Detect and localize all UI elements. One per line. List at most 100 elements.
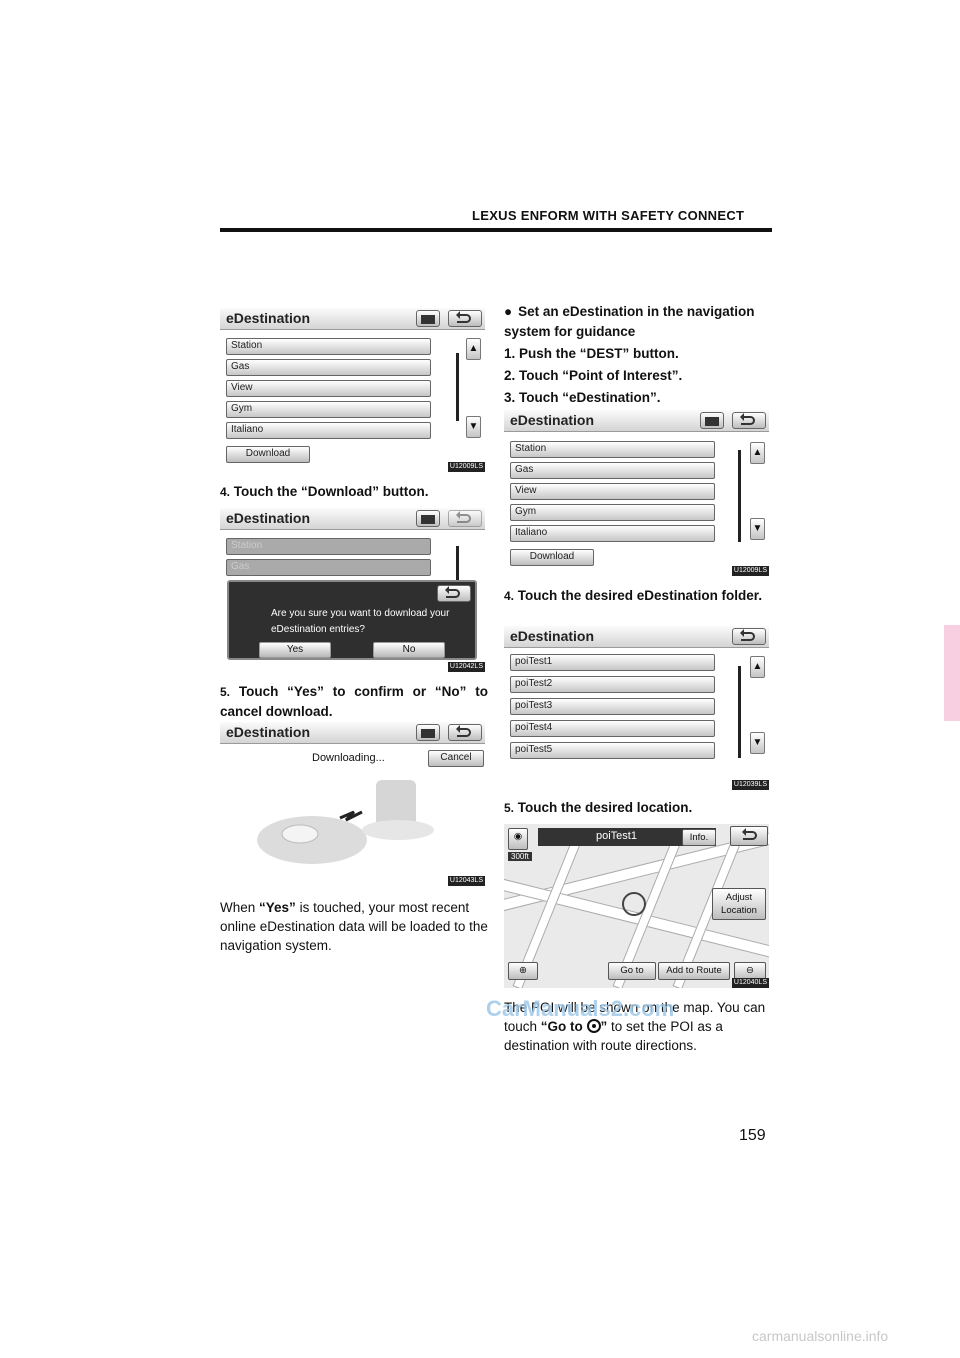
screen-title: eDestination — [510, 412, 595, 428]
right-step-5: 5. Touch the desired location. — [504, 800, 693, 815]
scroll-up-button[interactable]: ▲ — [466, 338, 481, 360]
scroll-up-button[interactable]: ▲ — [750, 656, 765, 678]
folder-item[interactable]: poiTest4 — [510, 720, 715, 737]
category-view[interactable]: View — [510, 483, 715, 500]
download-button[interactable]: Download — [226, 446, 310, 463]
category-gym[interactable]: Gym — [510, 504, 715, 521]
cancel-button[interactable]: Cancel — [428, 750, 484, 767]
category-gas[interactable]: Gas — [510, 462, 715, 479]
category-gas-dimmed: Gas — [226, 559, 431, 576]
downloading-status: Downloading... — [312, 752, 385, 764]
image-code: U12040LS — [731, 978, 769, 988]
yes-button[interactable]: Yes — [259, 642, 331, 658]
title-bar: eDestination — [220, 722, 485, 744]
screen-edestination-categories-2: eDestination Station Gas View Gym Italia… — [504, 410, 769, 576]
screen-map: ◉ poiTest1 Info. 300ft Adjust Location ⊕… — [504, 824, 769, 988]
mail-icon — [421, 514, 435, 524]
footer-watermark: carmanualsonline.info — [752, 1328, 889, 1344]
title-bar: eDestination — [504, 626, 769, 648]
left-step-4: 4. Touch the “Download” button. — [220, 484, 429, 499]
info-button[interactable]: Info. — [682, 829, 716, 846]
screen-edestination-categories: eDestination Station Gas View Gym Italia… — [220, 308, 485, 472]
scroll-down-button[interactable]: ▼ — [466, 416, 481, 438]
poi-title: poiTest1 — [596, 830, 637, 842]
mail-button[interactable] — [416, 310, 440, 327]
adjust-location-button[interactable]: Adjust Location — [712, 888, 766, 920]
category-gym[interactable]: Gym — [226, 401, 431, 418]
download-illustration — [257, 780, 434, 864]
mail-icon — [421, 314, 435, 324]
back-arrow-icon — [740, 629, 755, 641]
no-button[interactable]: No — [373, 642, 445, 658]
back-button[interactable] — [448, 510, 482, 527]
image-code: U12042LS — [447, 662, 485, 672]
category-station[interactable]: Station — [510, 441, 715, 458]
compass-button[interactable]: ◉ — [508, 828, 528, 850]
screen-title: eDestination — [510, 628, 595, 644]
image-code: U12039LS — [731, 780, 769, 790]
left-step-5: 5. Touch “Yes” to confirm or “No” to can… — [220, 684, 488, 719]
scale-label: 300ft — [508, 852, 532, 861]
right-heading: ●Set an eDestination in the navigation s… — [504, 304, 755, 339]
location-cursor[interactable] — [622, 892, 646, 916]
scroll-bar[interactable] — [738, 666, 741, 758]
image-code: U12043LS — [447, 876, 485, 886]
server-base — [362, 820, 434, 840]
back-button[interactable] — [732, 628, 766, 645]
image-code: U12009LS — [731, 566, 769, 576]
category-italiano[interactable]: Italiano — [226, 422, 431, 439]
scroll-bar — [456, 546, 459, 586]
go-to-button[interactable]: Go to — [608, 962, 656, 980]
right-paragraph: The POI will be shown on the map. You ca… — [504, 1000, 766, 1053]
folder-item[interactable]: poiTest1 — [510, 654, 715, 671]
signal-bolt — [339, 810, 363, 822]
scroll-bar[interactable] — [456, 353, 459, 421]
mail-button[interactable] — [416, 724, 440, 741]
back-button[interactable] — [448, 724, 482, 741]
back-arrow-icon — [740, 413, 755, 425]
category-station-dimmed: Station — [226, 538, 431, 555]
poi-title-bar — [538, 828, 716, 846]
page-header-title: LEXUS ENFORM WITH SAFETY CONNECT — [472, 208, 745, 223]
right-step-2: 2. Touch “Point of Interest”. — [504, 368, 683, 383]
mail-button[interactable] — [700, 412, 724, 429]
category-station[interactable]: Station — [226, 338, 431, 355]
folder-item[interactable]: poiTest2 — [510, 676, 715, 693]
zoom-in-button[interactable]: ⊕ — [508, 962, 538, 980]
folder-item[interactable]: poiTest5 — [510, 742, 715, 759]
image-code: U12009LS — [447, 462, 485, 472]
category-view[interactable]: View — [226, 380, 431, 397]
confirm-dialog: Are you sure you want to download your e… — [227, 580, 477, 660]
title-bar: eDestination — [504, 410, 769, 432]
section-tab — [944, 625, 960, 721]
mail-icon — [421, 728, 435, 738]
back-button[interactable] — [732, 412, 766, 429]
mail-button[interactable] — [416, 510, 440, 527]
back-arrow-icon — [456, 511, 471, 523]
screen-title: eDestination — [226, 724, 311, 740]
dialog-message: Are you sure you want to download your e… — [271, 608, 450, 635]
scroll-bar[interactable] — [738, 450, 741, 542]
dialog-back-button[interactable] — [437, 585, 471, 602]
screen-title: eDestination — [226, 310, 311, 326]
download-button[interactable]: Download — [510, 549, 594, 566]
title-bar: eDestination — [220, 308, 485, 330]
title-bar: eDestination — [220, 508, 485, 530]
category-italiano[interactable]: Italiano — [510, 525, 715, 542]
screen-title: eDestination — [226, 510, 311, 526]
folder-item[interactable]: poiTest3 — [510, 698, 715, 715]
scroll-down-button[interactable]: ▼ — [750, 732, 765, 754]
back-button[interactable] — [448, 310, 482, 327]
scroll-down-button[interactable]: ▼ — [750, 518, 765, 540]
screen-folders: eDestination poiTest1 poiTest2 poiTest3 … — [504, 626, 769, 790]
server-tower — [376, 780, 416, 830]
category-gas[interactable]: Gas — [226, 359, 431, 376]
back-button[interactable] — [730, 826, 768, 846]
mail-icon — [705, 416, 719, 426]
screen-download-confirm: eDestination Station Gas Are you sure yo… — [220, 508, 485, 672]
watermark: CarManuals2.com — [486, 996, 675, 1021]
right-step-3: 3. Touch “eDestination”. — [504, 390, 661, 405]
back-arrow-icon — [742, 828, 757, 840]
scroll-up-button[interactable]: ▲ — [750, 442, 765, 464]
add-to-route-button[interactable]: Add to Route — [658, 962, 730, 980]
